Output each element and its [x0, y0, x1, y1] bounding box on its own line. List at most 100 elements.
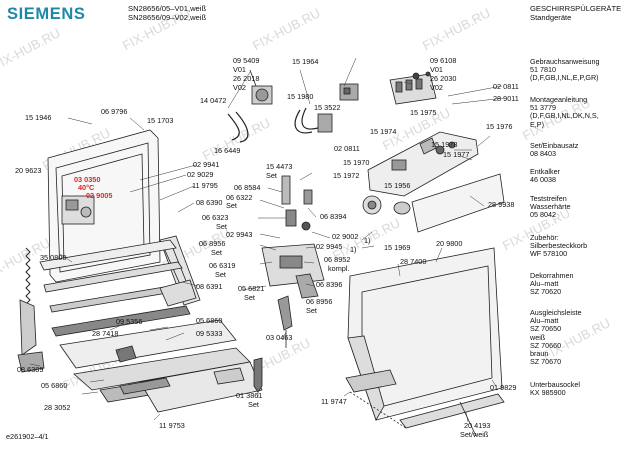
- part-label: 15 1703: [147, 116, 174, 125]
- brand-logo: SIEMENS: [7, 5, 86, 23]
- part-label: 06 6323: [202, 213, 229, 222]
- part-label: Set: [244, 293, 255, 302]
- category-subtitle: Standgeräte: [530, 13, 572, 22]
- side-item-test-strips: Teststreifen Wasserhärte 05 8042: [530, 194, 571, 220]
- part-label: 09 5333: [196, 329, 223, 338]
- adjustable-foot: [115, 345, 137, 363]
- side-item-value: 46 0038: [530, 175, 556, 185]
- side-item-title: Montageanleitung: [530, 95, 588, 104]
- part-label: 01 3861: [236, 391, 263, 400]
- part-label: 02 9029: [187, 170, 214, 179]
- part-label: 15 1970: [343, 158, 370, 167]
- part-label: 02 9002: [332, 232, 359, 241]
- side-item-value: Alu–matt: [530, 279, 559, 289]
- side-item-manual: Gebrauchsanweisung 51 7810 (D,F,GB,I,NL,…: [530, 57, 600, 83]
- part-label: Set: [216, 222, 227, 231]
- side-item-value: 05 8042: [530, 210, 556, 220]
- part-label: 06 6319: [209, 261, 236, 270]
- plinth-strip: [39, 239, 177, 271]
- relay-board: [389, 73, 437, 105]
- part-label: 11 9795: [192, 181, 218, 190]
- part-label: 06 8394: [320, 212, 347, 221]
- part-label: 06 8956: [306, 297, 333, 306]
- side-item-title: Teststreifen: [530, 194, 567, 203]
- part-label: 06 8584: [234, 183, 261, 192]
- part-label: 15 1977: [443, 150, 470, 159]
- part-label: 15 1946: [25, 113, 52, 122]
- side-item-value: Silberbesteckkorb: [530, 241, 588, 251]
- part-label: 02 9943: [226, 230, 253, 239]
- part-label: V02: [233, 83, 246, 92]
- side-item-decor-frame: Dekorrahmen Alu–matt SZ 70620: [530, 271, 574, 297]
- category-title: GESCHIRRSPÜLGERÄTE: [530, 4, 622, 13]
- part-label: 05 6860: [196, 316, 223, 325]
- base-rail: [345, 369, 397, 393]
- door-lock: [261, 243, 325, 299]
- side-item-value: SZ 70620: [530, 287, 562, 297]
- side-item-value: KX 985900: [530, 388, 566, 398]
- connecting-rod: [399, 393, 505, 429]
- side-item-value: E,P): [530, 119, 544, 129]
- part-label: 02 9945: [316, 242, 343, 251]
- side-item-title: Gebrauchsanweisung: [530, 57, 600, 66]
- part-label: Set: [248, 400, 259, 409]
- part-label: Set: [211, 248, 222, 257]
- part-label: 15 1976: [486, 122, 513, 131]
- side-item-value: 51 3779: [530, 103, 556, 113]
- document-id: e261902–4/1: [6, 432, 49, 441]
- part-label: 20 9623: [15, 166, 42, 175]
- part-label: 26 2030: [430, 74, 457, 83]
- side-item-installation: Montageanleitung 51 3779 (D,F,GB,I,NL,DK…: [530, 95, 599, 129]
- side-item-value: SZ 70650: [530, 324, 562, 334]
- part-label: 15 1978: [431, 140, 458, 149]
- part-label: 02 0811: [493, 82, 519, 91]
- part-label: Set/weiß: [460, 430, 489, 439]
- part-label: 09 5356: [116, 317, 143, 326]
- part-label: 15 4473: [266, 162, 293, 171]
- part-label: kompl.: [328, 264, 350, 273]
- part-label: 09 6108: [430, 56, 457, 65]
- part-label: 15 1964: [292, 57, 319, 66]
- side-item-value: 51 7810: [530, 65, 556, 75]
- selector-switch: [339, 83, 359, 101]
- side-item-value: (D,F,GB,I,NL,DK,N,S,: [530, 111, 599, 121]
- part-label: 03 0463: [266, 333, 293, 342]
- hinge-pin: [281, 175, 291, 205]
- side-item-title: Zubehör:: [530, 233, 559, 242]
- part-label: 15 1975: [410, 108, 437, 117]
- model-line-1: SN28656/05–V01,weiß: [128, 4, 207, 13]
- decor-panel: [411, 173, 505, 233]
- part-label-highlight: 03 0350: [74, 175, 101, 184]
- side-item-kit: Set/Einbausatz 08 8403: [530, 141, 578, 159]
- part-label: 06 8952: [324, 255, 351, 264]
- part-label: 20 9800: [436, 239, 463, 248]
- part-label: 05 6860: [41, 381, 68, 390]
- part-label: 01 9829: [490, 383, 517, 392]
- part-label: 15 1972: [333, 171, 360, 180]
- part-label: 15 1974: [370, 127, 397, 136]
- side-item-accessory: Zubehör: Silberbesteckkorb WF 578100: [530, 233, 588, 259]
- part-label: 16 6449: [214, 146, 241, 155]
- part-label: 1): [364, 236, 371, 245]
- part-label: 08 6391: [196, 282, 223, 291]
- part-label: Set: [306, 306, 317, 315]
- model-line-2: SN28656/09–V02,weiß: [128, 13, 207, 22]
- part-label: 05 6821: [238, 284, 265, 293]
- part-label: 28 7418: [92, 329, 119, 338]
- part-label: 09 5409: [233, 56, 260, 65]
- part-label: 02 9941: [193, 160, 220, 169]
- part-label-highlight: 40°C: [78, 183, 95, 192]
- part-label: 28 7400: [400, 257, 427, 266]
- part-label: 11 9747: [321, 397, 347, 406]
- side-item-value: 08 8403: [530, 149, 556, 159]
- part-label: 14 0472: [200, 96, 227, 105]
- part-label: 15 1956: [384, 181, 411, 190]
- part-label: Set: [266, 171, 277, 180]
- part-label: 08 6390: [196, 198, 223, 207]
- side-item-title: Unterbausockel: [530, 380, 580, 389]
- part-label: 06 6322: [226, 193, 253, 202]
- part-label: 15 1980: [287, 92, 314, 101]
- side-item-value: Wasserhärte: [530, 202, 571, 212]
- side-item-title: Dekorrahmen: [530, 271, 574, 280]
